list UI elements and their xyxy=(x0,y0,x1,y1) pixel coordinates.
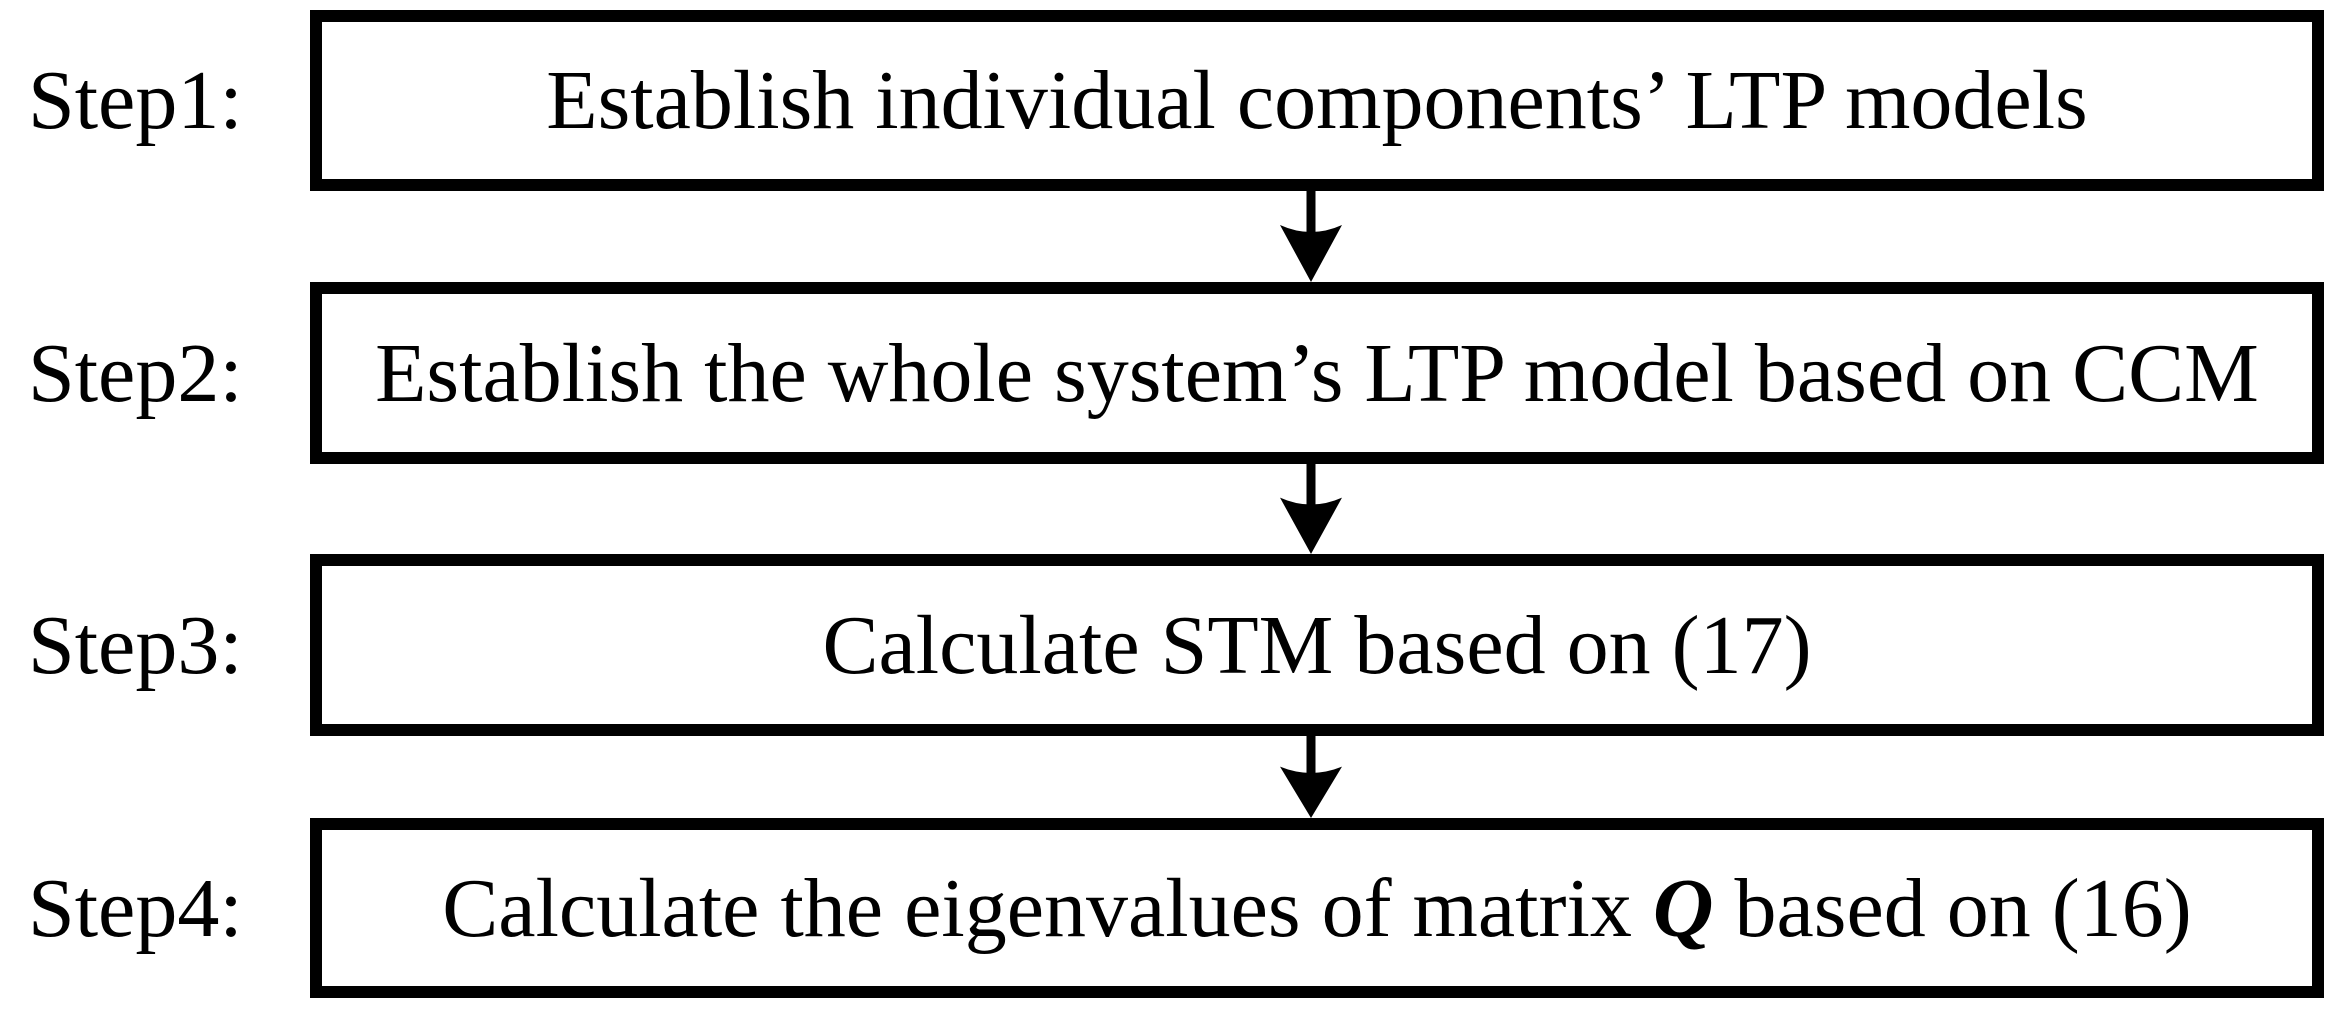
step-box-3: Calculate STM based on (17) xyxy=(310,554,2324,736)
step-text-4-after: based on (16) xyxy=(1713,861,2192,955)
step-row-1: Step1: Establish individual components’ … xyxy=(0,10,2330,191)
step-label-3: Step3: xyxy=(28,598,243,692)
step-label-1: Step1: xyxy=(28,54,243,147)
step-row-4: Step4: Calculate the eigenvalues of matr… xyxy=(0,818,2330,998)
matrix-q-symbol: Q xyxy=(1652,861,1714,955)
step-row-2: Step2: Establish the whole system’s LTP … xyxy=(0,282,2330,464)
step-box-2: Establish the whole system’s LTP model b… xyxy=(310,282,2324,464)
step-row-3: Step3: Calculate STM based on (17) xyxy=(0,554,2330,736)
step-label-2: Step2: xyxy=(28,326,243,420)
down-arrow-icon xyxy=(1280,191,1342,282)
down-arrow-icon xyxy=(1280,736,1342,818)
step-label-4: Step4: xyxy=(28,861,243,955)
step-text-1: Establish individual components’ LTP mod… xyxy=(546,54,2088,147)
step-text-2: Establish the whole system’s LTP model b… xyxy=(375,326,2259,420)
step-text-4-before: Calculate the eigenvalues of matrix xyxy=(442,861,1653,955)
step-text-4: Calculate the eigenvalues of matrix Q ba… xyxy=(442,860,2191,957)
step-box-1: Establish individual components’ LTP mod… xyxy=(310,10,2324,191)
step-text-3: Calculate STM based on (17) xyxy=(822,598,1812,692)
step-box-4: Calculate the eigenvalues of matrix Q ba… xyxy=(310,818,2324,998)
down-arrow-icon xyxy=(1280,464,1342,554)
